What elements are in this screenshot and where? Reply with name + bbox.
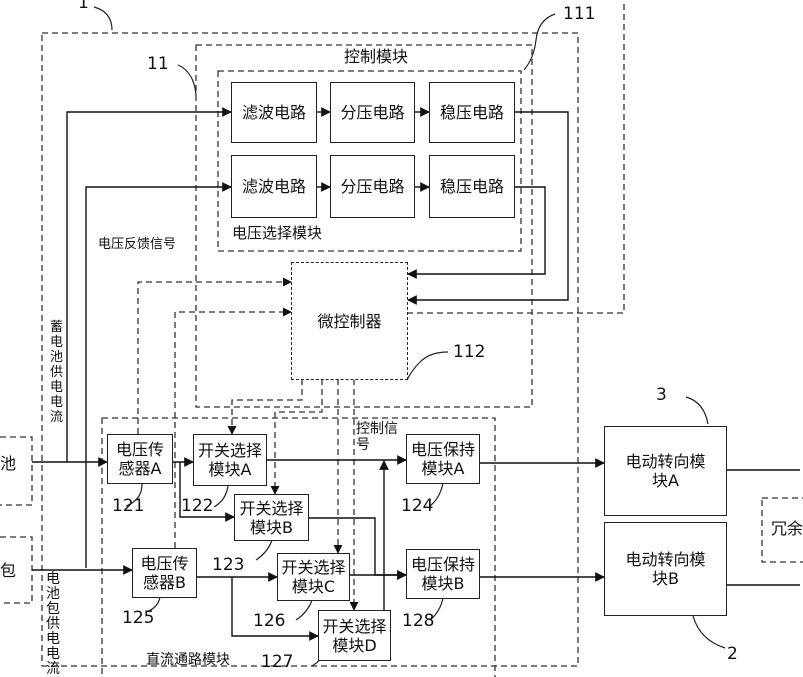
- boundary-redundant: [761, 497, 803, 563]
- switch-select-module-c: 开关选择模块C: [277, 553, 350, 601]
- ref-number-2: 2: [727, 644, 738, 664]
- dc-path-module-label: 直流通路模块: [146, 652, 230, 668]
- voltage-feedback-label: 电压反馈信号: [98, 237, 177, 252]
- ref-number-112: 112: [453, 342, 486, 362]
- ref-number-124: 124: [401, 496, 434, 516]
- ref-number-125: 125: [122, 608, 155, 628]
- ref-number-121: 121: [112, 496, 145, 516]
- voltage-hold-module-b: 电压保持模块B: [406, 549, 480, 599]
- ref-number-126: 126: [253, 611, 286, 631]
- regulator-circuit-2: 稳压电路: [429, 155, 515, 218]
- ref-number-128: 128: [402, 611, 435, 631]
- redundant-label: 冗余: [771, 519, 803, 538]
- microcontroller: 微控制器: [291, 262, 408, 380]
- battery-left-label-1: 池: [0, 454, 17, 473]
- filter-circuit-2: 滤波电路: [231, 155, 317, 218]
- regulator-circuit-1: 稳压电路: [429, 82, 515, 143]
- voltage-select-module-label: 电压选择模块: [232, 224, 323, 242]
- ref-number-127: 127: [261, 652, 294, 672]
- battery-current-label: 蓄电池供电电流: [50, 320, 64, 425]
- control-signal-label: 控制信号: [356, 421, 398, 453]
- ref-number-122: 122: [181, 496, 214, 516]
- divider-circuit-1: 分压电路: [330, 82, 415, 143]
- battery-left-label-2: 包: [0, 561, 17, 580]
- boundary-1: [41, 32, 579, 667]
- boundary-voltage-select: [217, 70, 522, 252]
- switch-select-module-a: 开关选择模块A: [193, 434, 267, 486]
- switch-select-module-d: 开关选择模块D: [318, 610, 391, 661]
- ref-number-3: 3: [656, 385, 667, 405]
- boundary-dc-path: [101, 417, 496, 677]
- switch-select-module-b: 开关选择模块B: [234, 494, 309, 541]
- electric-steering-module-a: 电动转向模块A: [604, 426, 727, 516]
- control-module-label: 控制模块: [344, 47, 409, 66]
- pack-current-label: 电池包供电电流: [46, 571, 60, 677]
- boundary-left-battery-1: [0, 436, 33, 506]
- ref-number-123: 123: [212, 555, 245, 575]
- electric-steering-module-b: 电动转向模块B: [604, 522, 727, 616]
- divider-circuit-2: 分压电路: [330, 155, 415, 218]
- ref-number-111: 111: [563, 4, 596, 24]
- ref-number-1: 1: [78, 0, 89, 13]
- voltage-sensor-a: 电压传感器A: [107, 434, 173, 484]
- voltage-sensor-b: 电压传感器B: [132, 548, 197, 598]
- filter-circuit-1: 滤波电路: [231, 82, 317, 143]
- ref-number-11: 11: [147, 54, 169, 74]
- boundary-control-module: [195, 44, 533, 408]
- voltage-hold-module-a: 电压保持模块A: [406, 434, 480, 484]
